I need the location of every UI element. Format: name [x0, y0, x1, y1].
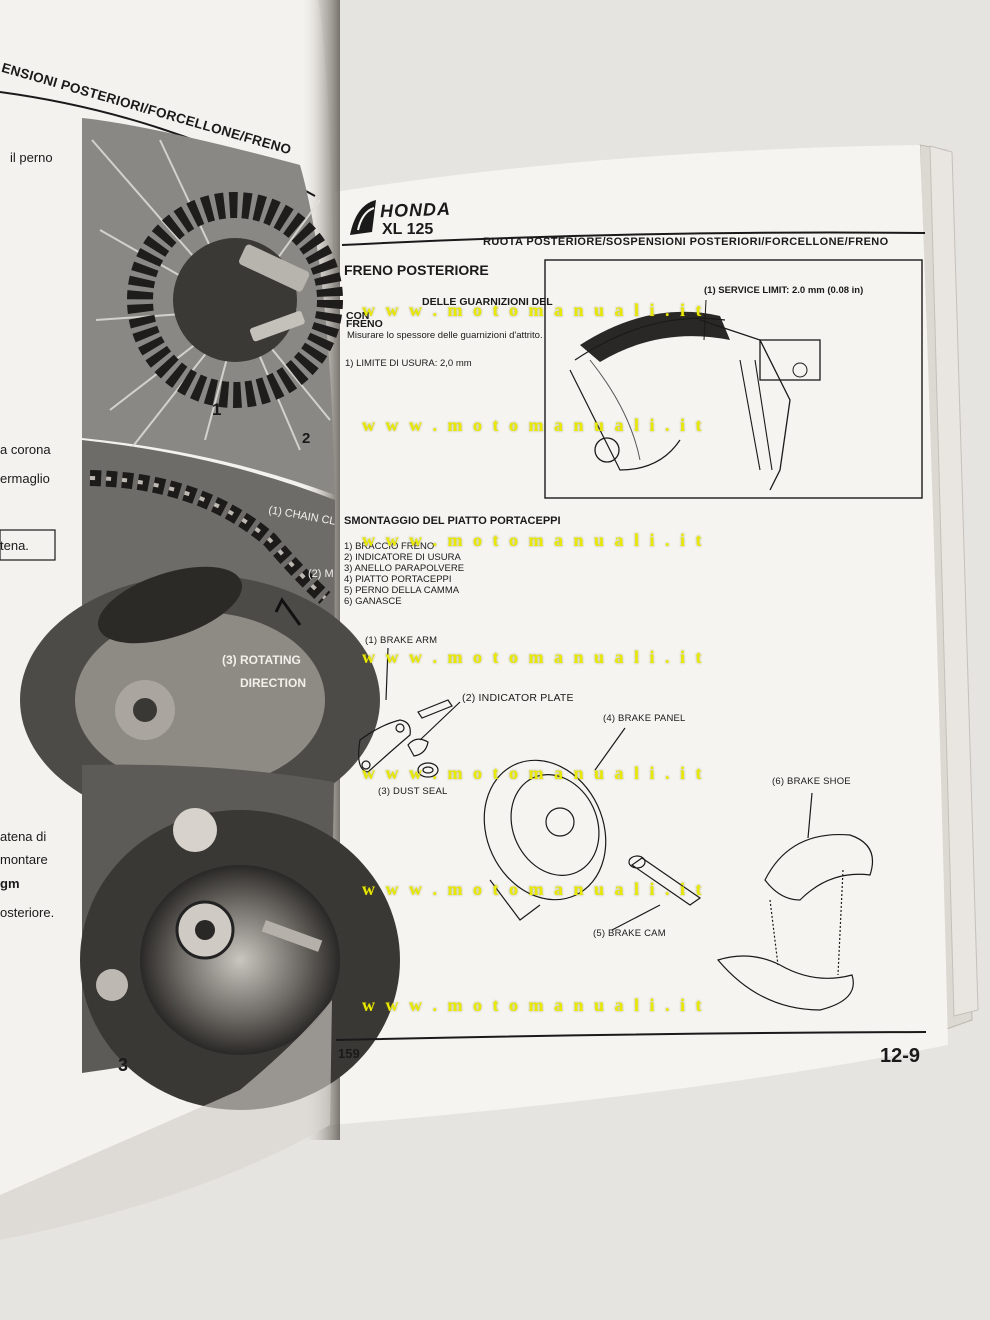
label-brake-panel: (4) BRAKE PANEL: [603, 713, 686, 724]
photo-callout-2: 2: [302, 430, 311, 447]
left-text-3: ermaglio: [0, 471, 50, 486]
label-brake-shoe: (6) BRAKE SHOE: [772, 776, 851, 787]
left-text-6: montare: [0, 852, 48, 867]
parts-list-item-5: 5) PERNO DELLA CAMMA: [344, 585, 460, 596]
subheading-2: DELLE GUARNIZIONI DEL: [422, 296, 553, 308]
service-limit-callout: (1) SERVICE LIMIT: 2.0 mm (0.08 in): [704, 285, 864, 296]
watermark-2: w w w . m o t o m a n u a l i . i t: [362, 415, 705, 435]
limit-note: 1) LIMITE DI USURA: 2,0 mm: [345, 358, 472, 369]
left-page-number: 159: [338, 1046, 360, 1061]
section-title: FRENO POSTERIORE: [344, 262, 489, 278]
model-name: XL 125: [382, 221, 434, 238]
parts-list-item-1: 1) BRACCIO FRENO: [344, 541, 435, 552]
parts-list-item-2: 2) INDICATORE DI USURA: [344, 552, 461, 563]
left-text-4: tena.: [0, 538, 29, 553]
disassembly-title: SMONTAGGIO DEL PIATTO PORTACEPPI: [344, 515, 561, 527]
left-text-2: a corona: [0, 442, 51, 457]
left-text-5: atena di: [0, 829, 47, 844]
photo-callout-1: 1: [212, 400, 222, 419]
label-brake-cam: (5) BRAKE CAM: [593, 928, 666, 939]
instruction-text: Misurare lo spessore delle guarnizioni d…: [347, 330, 543, 341]
photo-callout-direction: DIRECTION: [240, 676, 306, 690]
photo-callout-3: 3: [118, 1055, 129, 1075]
label-brake-arm: (1) BRAKE ARM: [365, 635, 438, 646]
label-indicator-plate: (2) INDICATOR PLATE: [462, 692, 574, 704]
watermark-6: w w w . m o t o m a n u a l i . i t: [362, 879, 705, 899]
right-page-code: 12-9: [880, 1045, 921, 1067]
watermark-3: w w w . m o t o m a n u a l i . i t: [362, 530, 705, 550]
left-text-7: gm: [0, 876, 20, 891]
watermark-7: w w w . m o t o m a n u a l i . i t: [362, 995, 705, 1015]
left-text-8: osteriore.: [0, 905, 55, 920]
watermark-4: w w w . m o t o m a n u a l i . i t: [362, 647, 705, 667]
parts-list-item-4: 4) PIATTO PORTACEPPI: [344, 574, 452, 585]
subheading-1: CON: [346, 310, 370, 322]
parts-list-item-6: 6) GANASCE: [344, 596, 402, 607]
label-dust-seal: (3) DUST SEAL: [378, 786, 448, 797]
photo-callout-rotating: (3) ROTATING: [222, 653, 301, 667]
watermark-5: w w w . m o t o m a n u a l i . i t: [362, 763, 705, 783]
left-text-1: il perno: [10, 150, 53, 165]
photo-callout-m: (2) M: [308, 568, 334, 580]
watermark-1: w w w . m o t o m a n u a l i . i t: [362, 300, 705, 320]
right-header: RUOTA POSTERIORE/SOSPENSIONI POSTERIORI/…: [483, 236, 889, 248]
brand-logo-text: HONDA: [379, 198, 452, 222]
parts-list-item-3: 3) ANELLO PARAPOLVERE: [344, 563, 465, 574]
subheading-3: FRENO: [346, 318, 383, 330]
